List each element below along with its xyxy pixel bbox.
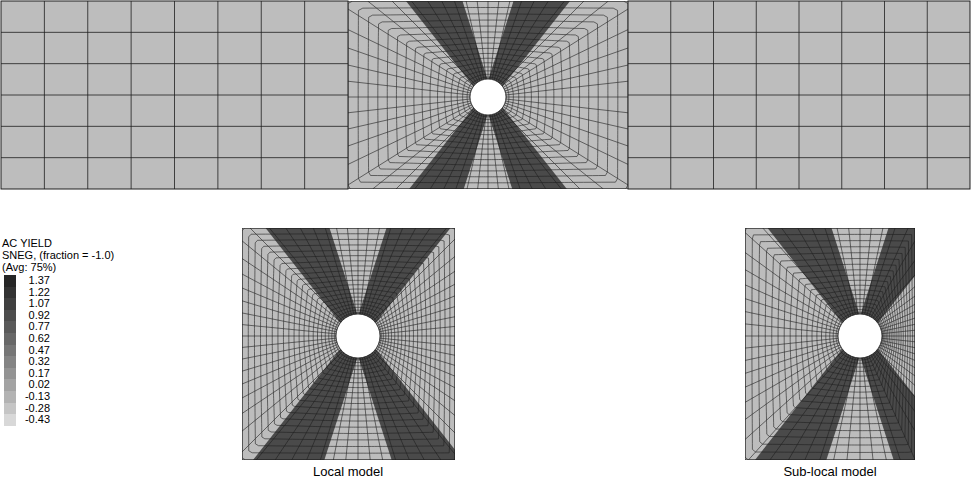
contour-value: 0.62	[20, 333, 50, 344]
contour-swatch	[4, 287, 16, 299]
plot-variable: AC YIELD	[2, 238, 52, 249]
contour-value: -0.43	[20, 414, 50, 425]
contour-value: 0.17	[20, 368, 50, 379]
contour-swatch	[4, 345, 16, 357]
contour-swatch	[4, 368, 16, 380]
refined-mesh	[745, 228, 915, 460]
contour-value: 0.32	[20, 356, 50, 367]
averaging-note: (Avg: 75%)	[2, 262, 56, 273]
refined-mesh	[242, 228, 455, 460]
contour-value: 0.02	[20, 379, 50, 390]
contour-swatch	[4, 356, 16, 368]
contour-swatch	[4, 414, 16, 426]
contour-swatch	[4, 379, 16, 391]
contour-swatch	[4, 321, 16, 333]
refined-mesh	[348, 1, 628, 189]
panel-caption: Local model	[313, 465, 383, 478]
contour-value: 1.07	[20, 298, 50, 309]
contour-value: -0.13	[20, 391, 50, 402]
coarse-mesh	[1, 1, 348, 189]
contour-swatch	[4, 275, 16, 287]
contour-swatch	[4, 310, 16, 322]
panel-caption: Sub-local model	[783, 465, 876, 478]
contour-value: 0.77	[20, 321, 50, 332]
contour-swatch	[4, 298, 16, 310]
contour-swatch	[4, 333, 16, 345]
contour-swatch	[4, 391, 16, 403]
contour-value: 1.22	[20, 287, 50, 298]
contour-value: 1.37	[20, 275, 50, 286]
contour-swatch	[4, 403, 16, 415]
contour-value: 0.47	[20, 345, 50, 356]
coarse-mesh	[628, 1, 970, 189]
contour-value: 0.92	[20, 310, 50, 321]
contour-value: -0.28	[20, 403, 50, 414]
plot-field: SNEG, (fraction = -1.0)	[2, 250, 114, 261]
